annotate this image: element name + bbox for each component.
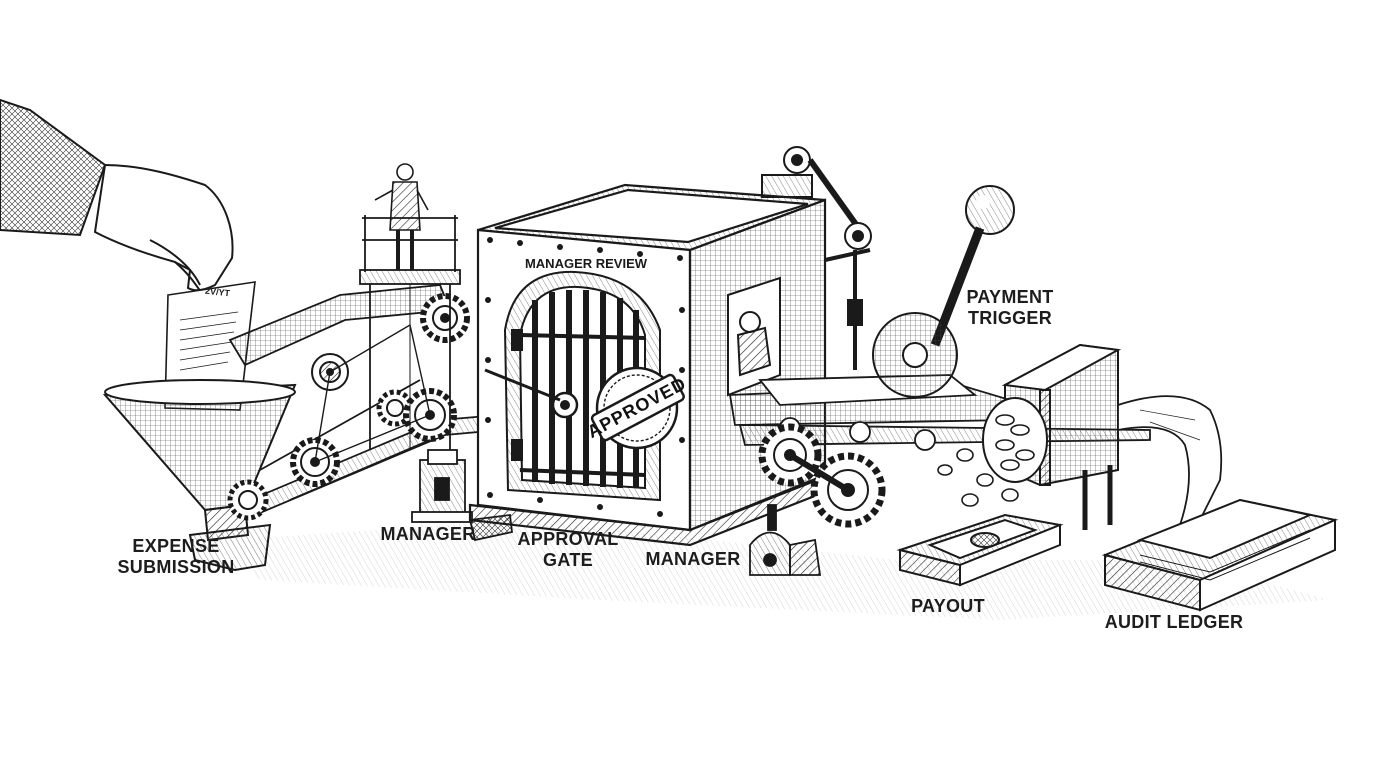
label-line: SUBMISSION: [117, 557, 235, 577]
label-line: TRIGGER: [967, 308, 1053, 328]
audit-ledger-stack: [1101, 498, 1339, 612]
gear-icon: [227, 479, 269, 521]
gear-icon: [311, 353, 349, 391]
hand-icon: [0, 98, 234, 299]
manager-platform: [359, 215, 461, 450]
approval-gate-label: APPROVAL GATE: [517, 529, 618, 571]
coin-dispenser: [982, 343, 1122, 530]
manager-booth-right: [749, 504, 822, 576]
falling-coins: [937, 448, 1019, 507]
manager-booth-left: [411, 449, 513, 542]
payout-label: PAYOUT: [911, 596, 985, 616]
manager-label-right: MANAGER: [645, 549, 741, 569]
label-line: EXPENSE: [132, 536, 220, 556]
payment-trigger-lever: [872, 185, 1015, 398]
gear-icon: [420, 293, 470, 343]
label-line: PAYMENT: [966, 287, 1054, 307]
expense-submission-label: EXPENSE SUBMISSION: [117, 536, 234, 578]
manager-label-left: MANAGER: [380, 524, 476, 544]
payout-tray: [896, 513, 1064, 587]
coin-icon: [995, 414, 1035, 471]
label-line: GATE: [543, 550, 593, 570]
manager-figure-icon: [374, 163, 429, 270]
piston-arm: [761, 146, 872, 370]
approved-stamp: [590, 366, 685, 450]
review-window: [727, 276, 781, 397]
audit-ledger-label: AUDIT LEDGER: [1104, 612, 1244, 632]
label-line: APPROVAL: [517, 529, 619, 549]
ledger-tape: [1117, 395, 1223, 532]
gear-group-left: [227, 293, 470, 521]
payment-trigger-label: PAYMENT TRIGGER: [966, 287, 1053, 329]
manager-review-plate: MANAGER REVIEW: [524, 256, 648, 271]
gear-group-right: [758, 423, 886, 528]
